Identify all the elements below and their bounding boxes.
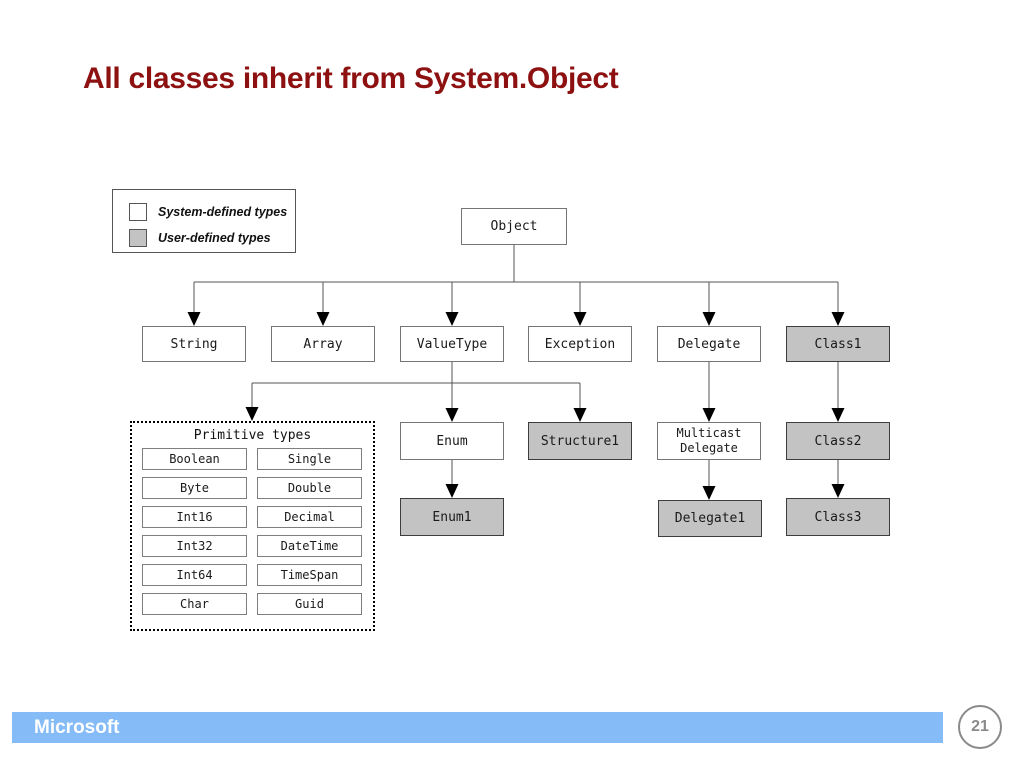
node-char: Char [142,593,247,615]
primitive-types-grid: Boolean Single Byte Double Int16 Decimal… [142,448,373,615]
node-timespan: TimeSpan [257,564,362,586]
node-valuetype: ValueType [400,326,504,362]
primitive-types-group: Primitive types Boolean Single Byte Doub… [130,421,375,631]
node-guid: Guid [257,593,362,615]
node-object: Object [461,208,567,245]
node-int16: Int16 [142,506,247,528]
node-double: Double [257,477,362,499]
legend-item-user: User-defined types [129,225,295,251]
node-delegate1: Delegate1 [658,500,762,537]
legend: System-defined types User-defined types [112,189,296,253]
node-array: Array [271,326,375,362]
node-exception: Exception [528,326,632,362]
page-number: 21 [971,718,989,735]
node-multicast-delegate: Multicast Delegate [657,422,761,460]
node-string: String [142,326,246,362]
node-boolean: Boolean [142,448,247,470]
node-single: Single [257,448,362,470]
user-defined-swatch [129,229,147,247]
node-structure1: Structure1 [528,422,632,460]
footer-bar: Microsoft [12,712,943,743]
legend-item-system: System-defined types [129,199,295,225]
node-class2: Class2 [786,422,890,460]
node-decimal: Decimal [257,506,362,528]
node-delegate: Delegate [657,326,761,362]
legend-label: System-defined types [158,205,288,219]
system-defined-swatch [129,203,147,221]
node-enum1: Enum1 [400,498,504,536]
page-number-badge: 21 [958,705,1002,749]
node-byte: Byte [142,477,247,499]
node-int32: Int32 [142,535,247,557]
node-class1: Class1 [786,326,890,362]
legend-label: User-defined types [158,231,271,245]
node-class3: Class3 [786,498,890,536]
node-enum: Enum [400,422,504,460]
primitive-types-title: Primitive types [193,428,312,443]
footer-brand: Microsoft [34,717,120,738]
slide-title: All classes inherit from System.Object [83,62,619,95]
node-datetime: DateTime [257,535,362,557]
node-int64: Int64 [142,564,247,586]
